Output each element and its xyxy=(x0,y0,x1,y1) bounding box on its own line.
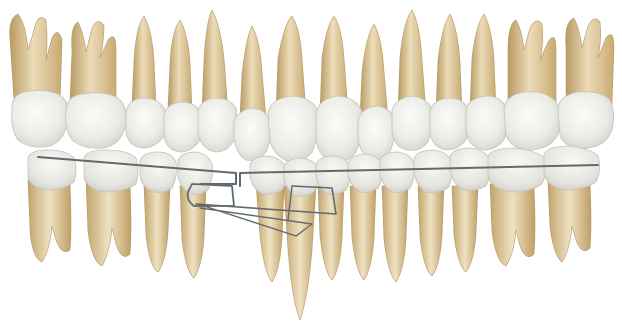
lower-roots xyxy=(28,180,591,320)
upper-arch xyxy=(10,10,614,162)
